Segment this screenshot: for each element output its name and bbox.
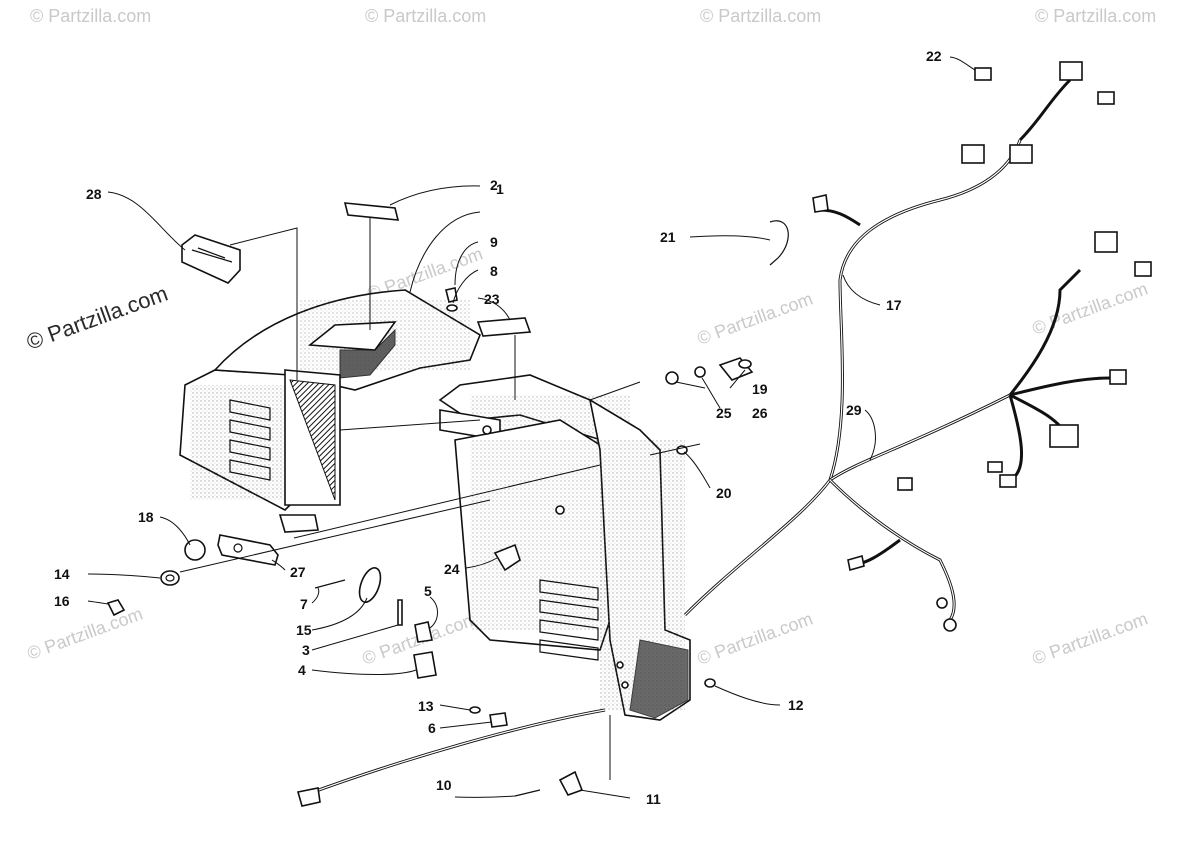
callout-label: 25 [716,405,732,421]
watermark: © Partzilla.com [30,6,151,26]
watermark: © Partzilla.com [1035,6,1156,26]
callout-label: 14 [54,566,70,582]
callout-label: 9 [490,234,498,250]
hood-assembly [179,289,691,721]
watermark: © Partzilla.com [1030,278,1151,338]
callout-label: 19 [752,381,768,397]
callout-label: 18 [138,509,154,525]
watermark: © Partzilla.com [695,608,816,668]
callout-label: 11 [646,791,661,807]
callout-label: 20 [716,485,732,501]
callout-label: 7 [300,596,308,612]
callout-label: 16 [54,593,70,609]
callout-label: 26 [752,405,768,421]
callout-label: 23 [484,291,500,307]
callout-label: 4 [298,662,306,678]
callout-label: 27 [290,564,306,580]
callout-labels: 1 2 3 4 5 6 7 8 9 10 11 12 13 14 15 16 1… [54,48,942,807]
callout-label: 6 [428,720,436,736]
callout-label: 5 [424,583,432,599]
watermark: © Partzilla.com [695,288,816,348]
callout-label: 21 [660,229,676,245]
small-parts [106,202,789,807]
callout-label: 28 [86,186,102,202]
watermark: © Partzilla.com [25,603,146,663]
callout-label: 15 [296,622,312,638]
watermark: © Partzilla.com [1030,608,1151,668]
callout-label: 3 [302,642,310,658]
callout-label: 13 [418,698,434,714]
watermark: © Partzilla.com [700,6,821,26]
callout-label: 22 [926,48,942,64]
callout-label: 29 [846,402,862,418]
callout-label: 24 [444,561,460,577]
callout-label: 17 [886,297,902,313]
callout-label: 10 [436,777,452,793]
wiring-harness [683,61,1152,632]
callout-label: 12 [788,697,804,713]
copyright-watermark: © Partzilla.com [23,281,171,355]
callout-label: 2 [490,177,498,193]
callout-label: 8 [490,263,498,279]
leader-lines [87,56,976,799]
callout-label: 1 [496,181,504,197]
watermark: © Partzilla.com [365,6,486,26]
